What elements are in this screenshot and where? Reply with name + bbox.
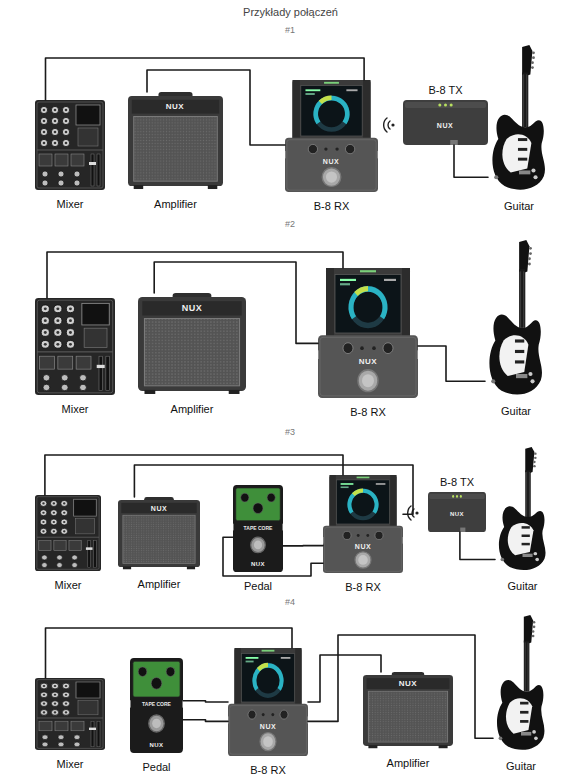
- device-node: Guitar: [485, 240, 547, 397]
- device-node: Guitar: [495, 447, 550, 572]
- pedal-name: TAPE CORE: [142, 702, 171, 707]
- device-label: Mixer: [55, 579, 82, 591]
- wireless-symbol: [408, 506, 419, 520]
- cable-connector: [454, 145, 488, 177]
- cable-connector: [183, 720, 228, 722]
- brand-logo: NUX: [251, 561, 265, 567]
- section-number: #2: [285, 220, 295, 229]
- cable-connector: [283, 545, 323, 547]
- device-label: Amplifier: [387, 757, 430, 769]
- section-number: #4: [285, 598, 295, 607]
- device-node: Guitar: [488, 45, 550, 192]
- device-label: Amplifier: [154, 198, 197, 210]
- guitar-illustration: [493, 615, 549, 752]
- device-node: Mixer: [35, 495, 101, 571]
- guitar-illustration: [495, 447, 550, 572]
- device-node: Mixer: [35, 678, 105, 750]
- device-label: B-8 RX: [314, 200, 349, 212]
- device-label: B-8 TX: [428, 84, 462, 96]
- brand-logo: NUX: [450, 511, 464, 517]
- device-label: Pedal: [142, 761, 170, 773]
- rx-illustration: [318, 268, 418, 398]
- mixer-illustration: [35, 678, 105, 750]
- device-label: Guitar: [501, 405, 531, 417]
- pedal-name: TAPE CORE: [244, 526, 273, 531]
- device-node: B-8 RX: [318, 268, 418, 398]
- cable-connector: [183, 701, 228, 702]
- device-node: B-8 RX: [323, 475, 403, 573]
- section-number: #1: [285, 26, 295, 35]
- mixer-illustration: [35, 298, 115, 395]
- diagram-title: Przykłady połączeń: [0, 6, 581, 18]
- device-label: Amplifier: [138, 578, 181, 590]
- brand-logo: NUX: [182, 304, 203, 313]
- mixer-illustration: [35, 495, 101, 571]
- device-node: B-8 RX: [285, 80, 378, 192]
- device-label: Amplifier: [171, 403, 214, 415]
- brand-logo: NUX: [399, 680, 417, 688]
- brand-logo: NUX: [437, 122, 453, 129]
- device-node: Mixer: [35, 298, 115, 395]
- rx-illustration: [228, 648, 308, 756]
- cable-connector: [45, 455, 343, 495]
- brand-logo: NUX: [149, 742, 163, 748]
- device-label: Pedal: [244, 580, 272, 592]
- device-label: Mixer: [57, 198, 84, 210]
- brand-logo: NUX: [151, 505, 167, 512]
- device-label: B-8 RX: [350, 406, 385, 418]
- device-label: Guitar: [504, 200, 534, 212]
- device-node: B-8 RX: [228, 648, 308, 756]
- device-label: Guitar: [508, 580, 538, 592]
- guitar-illustration: [485, 240, 547, 397]
- mixer-illustration: [35, 100, 105, 190]
- brand-logo: NUX: [359, 358, 377, 366]
- brand-logo: NUX: [166, 103, 184, 111]
- wireless-symbol: [384, 118, 395, 132]
- brand-logo: NUX: [355, 543, 371, 550]
- cable-connector: [47, 252, 343, 298]
- device-label: B-8 RX: [250, 764, 285, 776]
- device-label: B-8 RX: [345, 581, 380, 593]
- section-number: #3: [285, 428, 295, 437]
- device-label: B-8 TX: [440, 476, 474, 488]
- device-label: Mixer: [62, 403, 89, 415]
- rx-illustration: [323, 475, 403, 573]
- device-node: Mixer: [35, 100, 105, 190]
- brand-logo: NUX: [260, 723, 276, 730]
- rx-illustration: [285, 80, 378, 192]
- device-node: Guitar: [493, 615, 549, 752]
- device-label: Mixer: [57, 758, 84, 770]
- device-label: Guitar: [506, 760, 536, 772]
- guitar-illustration: [488, 45, 550, 192]
- cable-connector: [418, 346, 485, 381]
- cable-connector: [460, 532, 495, 560]
- brand-logo: NUX: [323, 158, 339, 165]
